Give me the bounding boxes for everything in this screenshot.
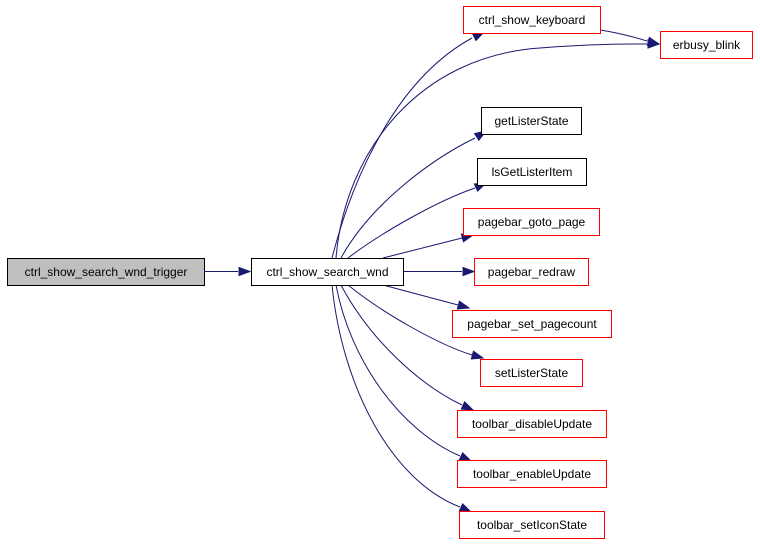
edge-line bbox=[335, 284, 461, 457]
node-label: lsGetListerItem bbox=[492, 165, 573, 179]
node-label: getListerState bbox=[494, 114, 568, 128]
edge-wnd-to-sls bbox=[347, 284, 485, 360]
node-wnd[interactable]: ctrl_show_search_wnd bbox=[251, 258, 404, 286]
edge-line bbox=[340, 137, 476, 259]
node-box bbox=[457, 410, 607, 438]
edge-trigger-to-wnd bbox=[204, 266, 252, 277]
node-trigger: ctrl_show_search_wnd_trigger bbox=[7, 258, 205, 286]
node-label: ctrl_show_search_wnd_trigger bbox=[25, 265, 188, 279]
node-box bbox=[477, 158, 587, 186]
arrowhead-icon bbox=[470, 350, 485, 360]
node-blink[interactable]: erbusy_blink bbox=[660, 31, 753, 59]
node-box bbox=[660, 31, 753, 59]
node-label: pagebar_set_pagecount bbox=[467, 317, 597, 331]
node-sls[interactable]: setListerState bbox=[480, 359, 583, 387]
edge-line bbox=[347, 187, 476, 259]
node-kbd[interactable]: ctrl_show_keyboard bbox=[463, 6, 601, 34]
node-lsg[interactable]: lsGetListerItem bbox=[477, 158, 587, 186]
arrowhead-icon bbox=[646, 36, 661, 46]
arrowhead-icon bbox=[462, 266, 476, 277]
arrowhead-icon bbox=[456, 300, 471, 310]
node-box bbox=[7, 258, 205, 286]
node-ticon[interactable]: toolbar_setIconState bbox=[459, 511, 605, 539]
edge-line bbox=[599, 29, 648, 42]
node-box bbox=[481, 107, 582, 135]
node-goto[interactable]: pagebar_goto_page bbox=[463, 208, 600, 236]
node-box bbox=[474, 258, 589, 286]
node-tdis[interactable]: toolbar_disableUpdate bbox=[457, 410, 607, 438]
arrowhead-icon bbox=[458, 451, 473, 462]
edges-layer bbox=[204, 29, 661, 513]
node-redraw[interactable]: pagebar_redraw bbox=[474, 258, 589, 286]
edge-wnd-to-goto bbox=[382, 233, 475, 259]
node-box bbox=[459, 511, 605, 539]
node-label: toolbar_enableUpdate bbox=[473, 467, 591, 481]
edge-line bbox=[331, 37, 473, 259]
arrowhead-icon bbox=[460, 400, 475, 411]
edge-line bbox=[347, 284, 473, 356]
nodes-layer: ctrl_show_search_wnd_trigger ctrl_show_se… bbox=[7, 6, 753, 539]
node-box bbox=[452, 310, 612, 338]
edge-wnd-to-pgcount bbox=[382, 284, 471, 310]
node-box bbox=[251, 258, 404, 286]
node-box bbox=[463, 6, 601, 34]
edge-wnd-to-redraw bbox=[403, 266, 476, 277]
node-pgcount[interactable]: pagebar_set_pagecount bbox=[452, 310, 612, 338]
arrowhead-icon bbox=[238, 266, 252, 277]
edge-line bbox=[331, 284, 461, 508]
edge-line bbox=[382, 284, 459, 306]
node-ten[interactable]: toolbar_enableUpdate bbox=[457, 460, 607, 488]
edge-line bbox=[340, 284, 463, 406]
edge-kbd-to-blink bbox=[599, 29, 661, 46]
node-label: pagebar_redraw bbox=[488, 265, 576, 279]
node-label: toolbar_setIconState bbox=[477, 518, 587, 532]
edge-wnd-to-ten bbox=[335, 284, 473, 462]
node-label: setListerState bbox=[495, 366, 569, 380]
node-label: erbusy_blink bbox=[673, 38, 741, 52]
edge-line bbox=[382, 237, 463, 259]
edge-wnd-to-ticon bbox=[331, 284, 473, 513]
node-label: toolbar_disableUpdate bbox=[472, 417, 592, 431]
node-gls[interactable]: getListerState bbox=[481, 107, 582, 135]
node-label: ctrl_show_search_wnd bbox=[266, 265, 388, 279]
node-box bbox=[480, 359, 583, 387]
edge-wnd-to-tdis bbox=[340, 284, 475, 411]
arrowhead-icon bbox=[458, 502, 473, 513]
edge-line bbox=[335, 43, 648, 259]
node-box bbox=[457, 460, 607, 488]
node-label: pagebar_goto_page bbox=[478, 215, 586, 229]
node-box bbox=[463, 208, 600, 236]
node-label: ctrl_show_keyboard bbox=[479, 13, 586, 27]
